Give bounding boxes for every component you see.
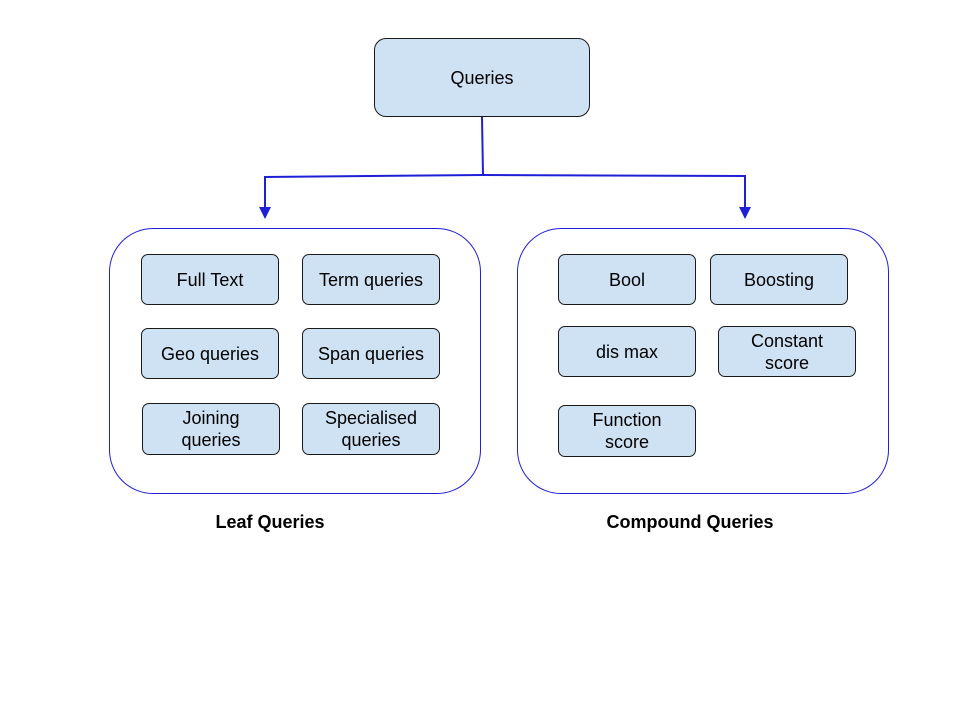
connector-to-leaf-queries [264, 174, 484, 208]
connector-to-compound-queries [482, 174, 746, 208]
node-function-score: Function score [558, 405, 696, 457]
node-term-queries: Term queries [302, 254, 440, 305]
root-node-queries: Queries [374, 38, 590, 117]
arrowhead-compound-queries [739, 207, 751, 219]
arrowhead-leaf-queries [259, 207, 271, 219]
node-joining-queries: Joining queries [142, 403, 280, 455]
connector-root-trunk [481, 116, 484, 176]
node-constant-score: Constant score [718, 326, 856, 377]
compound-queries-group [517, 228, 889, 494]
node-boosting: Boosting [710, 254, 848, 305]
leaf-queries-caption: Leaf Queries [215, 512, 325, 532]
compound-queries-caption: Compound Queries [606, 512, 774, 532]
leaf-queries-group [109, 228, 481, 494]
node-bool: Bool [558, 254, 696, 305]
node-dis-max: dis max [558, 326, 696, 377]
node-span-queries: Span queries [302, 328, 440, 379]
node-geo-queries: Geo queries [141, 328, 279, 379]
node-full-text: Full Text [141, 254, 279, 305]
node-specialised-queries: Specialised queries [302, 403, 440, 455]
